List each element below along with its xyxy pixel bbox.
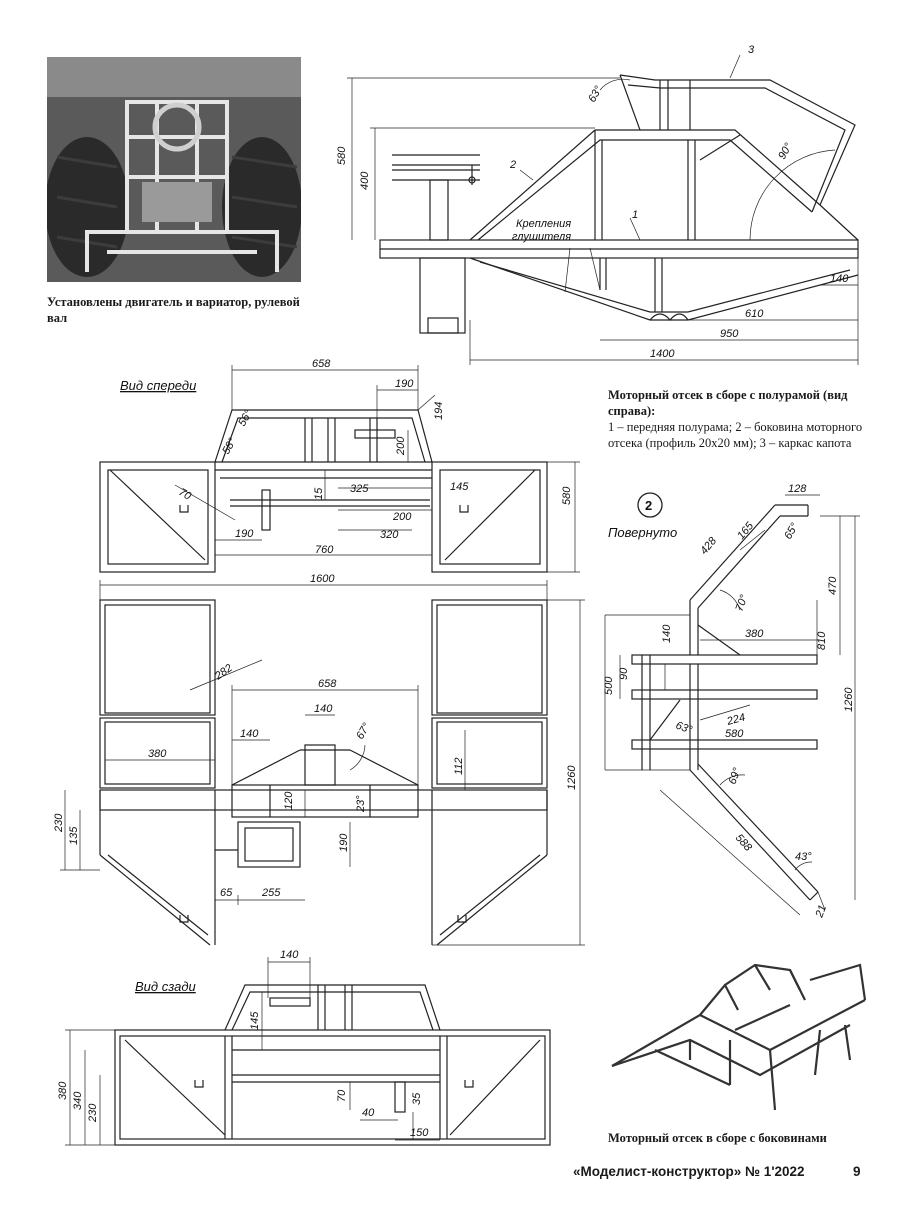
dim-23-plan: 23° bbox=[355, 795, 367, 813]
dim-15-front: 15 bbox=[313, 487, 325, 500]
plan-dims bbox=[60, 580, 585, 946]
front-dims bbox=[174, 365, 580, 573]
dim-400-side: 400 bbox=[359, 171, 371, 190]
side-view-caption: Моторный отсек в сборе с полурамой (вид … bbox=[608, 387, 866, 451]
dim-1260-rot: 1260 bbox=[843, 687, 855, 712]
dim-580-side: 580 bbox=[336, 146, 348, 165]
dim-810-rot: 810 bbox=[816, 631, 828, 650]
side-view-caption-text: 1 – передняя полурама; 2 – боковина мото… bbox=[608, 420, 863, 450]
dim-69-rot: 69° bbox=[727, 766, 744, 786]
dim-67-plan: 67° bbox=[354, 721, 373, 742]
dim-21-rot: 21 bbox=[813, 903, 829, 920]
dim-470-rot: 470 bbox=[827, 576, 839, 595]
dim-230-plan: 230 bbox=[53, 813, 65, 833]
dim-128-rot: 128 bbox=[788, 483, 807, 495]
dim-90-side: 90° bbox=[776, 141, 795, 162]
dim-224-rot: 224 bbox=[725, 712, 747, 729]
drawing-labels: 580 400 63° 90° 140 610 950 1400 3 2 1 К… bbox=[53, 44, 855, 1139]
dim-65-rot: 65° bbox=[782, 521, 801, 542]
dim-70-rear: 70 bbox=[336, 1089, 348, 1102]
dim-760-front: 760 bbox=[315, 544, 334, 556]
part-3-label: 3 bbox=[748, 44, 755, 56]
rear-view bbox=[114, 984, 551, 1146]
dim-194-front: 194 bbox=[433, 402, 445, 420]
dim-580-front: 580 bbox=[561, 486, 573, 505]
front-view-title: Вид спереди bbox=[120, 378, 196, 393]
dim-140-rot: 140 bbox=[661, 624, 673, 643]
rear-dims bbox=[65, 957, 440, 1146]
dim-63-rot: 63° bbox=[674, 720, 694, 737]
dim-190-front: 190 bbox=[395, 378, 414, 390]
dim-380-rot: 380 bbox=[745, 628, 764, 640]
dim-190-plan: 190 bbox=[338, 833, 350, 852]
dim-145-front: 145 bbox=[450, 481, 469, 493]
dim-140-plan-left: 140 bbox=[240, 728, 259, 740]
dim-56-front: 56° bbox=[236, 408, 255, 429]
dim-63-side: 63° bbox=[586, 84, 605, 105]
dim-140-side: 140 bbox=[830, 273, 849, 285]
dim-380-plan: 380 bbox=[148, 748, 167, 760]
dim-120-plan: 120 bbox=[283, 791, 295, 810]
dim-325-front: 325 bbox=[350, 483, 369, 495]
part-1-label: 1 bbox=[632, 209, 638, 221]
rear-view-title: Вид сзади bbox=[135, 979, 196, 994]
dim-658-plan: 658 bbox=[318, 678, 337, 690]
rotated-view bbox=[631, 504, 819, 901]
callout-2: 2 bbox=[637, 492, 663, 518]
dim-140-rear: 140 bbox=[280, 949, 299, 961]
dim-35-rear: 35 bbox=[411, 1092, 423, 1105]
part-2-label: 2 bbox=[509, 159, 516, 171]
dim-1260-plan: 1260 bbox=[566, 765, 578, 790]
muffler-mount-label-2: глушителя bbox=[512, 231, 571, 243]
dim-320-front: 320 bbox=[380, 529, 399, 541]
dim-588-rot: 588 bbox=[733, 832, 755, 854]
dim-200-front: 200 bbox=[392, 511, 412, 523]
plan-view bbox=[99, 599, 548, 946]
dim-190-front-bottom: 190 bbox=[235, 528, 254, 540]
dim-200-vert-front: 200 bbox=[395, 436, 407, 456]
dim-340-rear: 340 bbox=[72, 1091, 84, 1110]
iso-caption: Моторный отсек в сборе с боковинами bbox=[608, 1131, 827, 1145]
footer-magazine: «Моделист-конструктор» № 1'2022 bbox=[573, 1164, 805, 1179]
chassis-photo bbox=[47, 57, 301, 282]
dim-255-plan: 255 bbox=[261, 887, 281, 899]
callout-2-number: 2 bbox=[645, 498, 652, 513]
dim-950-side: 950 bbox=[720, 328, 739, 340]
dim-70-front: 70 bbox=[177, 486, 194, 503]
dim-1600-plan: 1600 bbox=[310, 573, 335, 585]
dim-610-side: 610 bbox=[745, 308, 764, 320]
photo-caption: Установлены двигатель и вариатор, рулево… bbox=[47, 295, 300, 325]
dim-135-plan: 135 bbox=[68, 826, 80, 845]
side-dims bbox=[347, 54, 859, 365]
isometric-view bbox=[611, 963, 867, 1111]
dim-40-rear: 40 bbox=[362, 1107, 375, 1119]
dim-145-rear: 145 bbox=[249, 1011, 261, 1030]
front-view bbox=[99, 409, 548, 573]
page-number: 9 bbox=[853, 1164, 861, 1179]
muffler-mount-label-1: Крепления bbox=[516, 218, 571, 230]
rotated-label: Повернуто bbox=[608, 525, 677, 540]
rotated-dims bbox=[604, 494, 860, 916]
side-view-caption-title: Моторный отсек в сборе с полурамой (вид … bbox=[608, 388, 848, 418]
dim-500-rot: 500 bbox=[603, 676, 615, 695]
dim-112-plan: 112 bbox=[453, 757, 465, 775]
dim-150-rear: 150 bbox=[410, 1127, 429, 1139]
side-view bbox=[379, 74, 859, 334]
dim-230-rear: 230 bbox=[87, 1103, 99, 1123]
dim-658-front: 658 bbox=[312, 358, 331, 370]
dim-1400-side: 1400 bbox=[650, 348, 675, 360]
dim-70-rot: 70° bbox=[734, 593, 751, 613]
dim-43-rot: 43° bbox=[795, 851, 812, 863]
dim-140-plan: 140 bbox=[314, 703, 333, 715]
dim-65-plan: 65 bbox=[220, 887, 233, 899]
dim-380-rear: 380 bbox=[57, 1081, 69, 1100]
dim-428-rot: 428 bbox=[698, 534, 720, 556]
dim-90-rot: 90 bbox=[618, 667, 630, 680]
dim-580-rot: 580 bbox=[725, 728, 744, 740]
dim-165-rot: 165 bbox=[735, 519, 757, 541]
